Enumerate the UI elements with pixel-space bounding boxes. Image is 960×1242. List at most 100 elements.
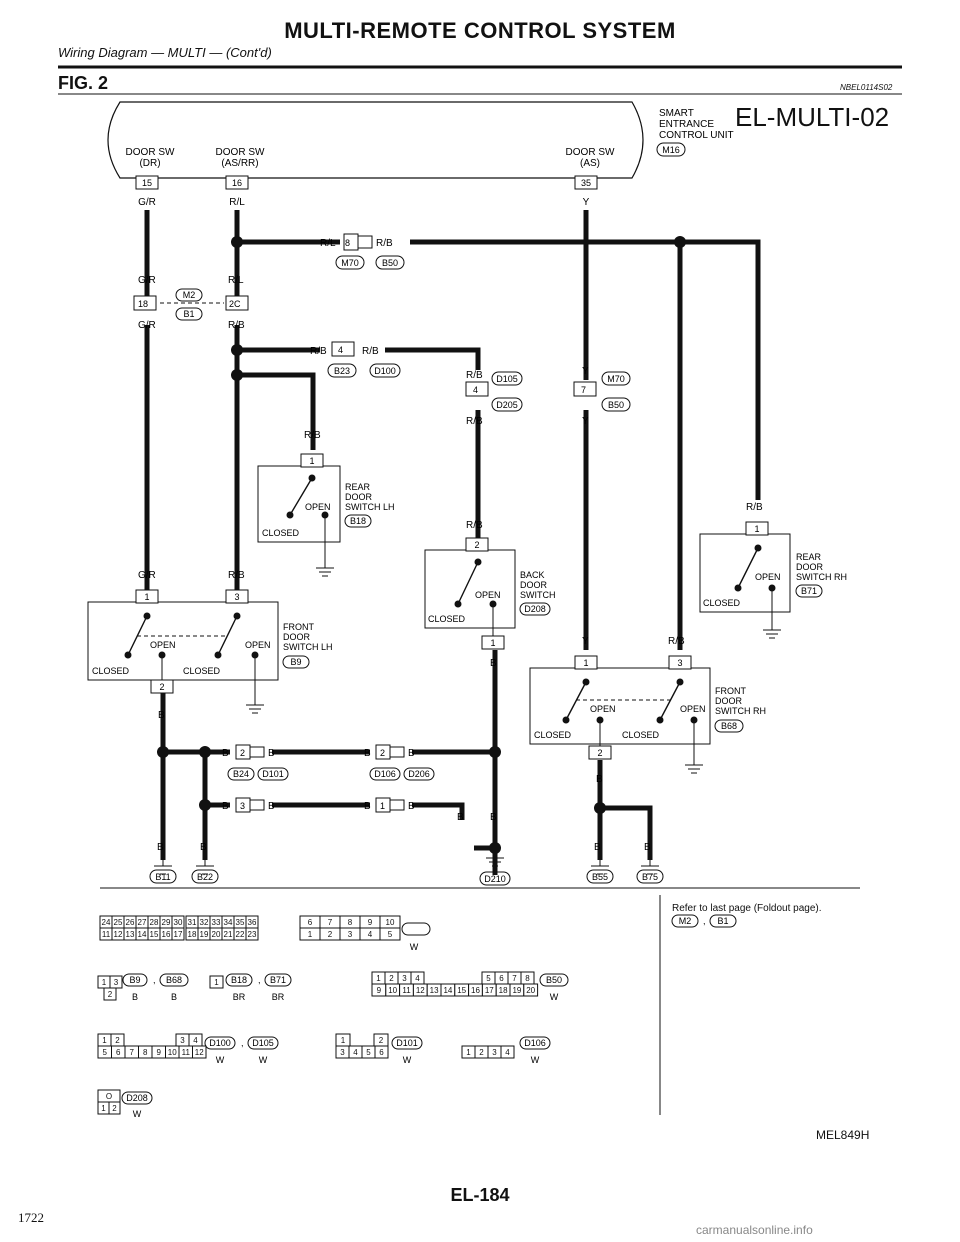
wire-label: B: [364, 801, 371, 812]
switch-label: SWITCH RH: [715, 706, 766, 716]
tag-text: D106: [374, 769, 396, 779]
body-grounds: [154, 856, 659, 875]
d208-view-pin: O: [106, 1092, 112, 1101]
tag-text: B50: [546, 975, 562, 985]
d106-view-pin: 2: [479, 1048, 484, 1057]
tag-d100-view: [204, 1036, 236, 1050]
conn-d106-1b: [389, 799, 405, 811]
wire-label: G/R: [138, 320, 156, 331]
contact-dot: [143, 612, 151, 620]
m16-view-pin: 36: [248, 918, 257, 927]
m16-view-pin: 12: [114, 930, 123, 939]
switch-label: BACK: [520, 570, 545, 580]
wire-label: R/B: [228, 570, 245, 581]
d100-view-pin: 7: [130, 1048, 135, 1057]
b50-view-pin: 18: [499, 986, 508, 995]
m16-view-pin: 13: [126, 930, 135, 939]
joint-tag-texts: B24 D101 D106 D206: [233, 769, 430, 779]
tag-text: D206: [408, 769, 430, 779]
contact-dot: [474, 558, 482, 566]
contact-dot: [454, 600, 462, 608]
wire-label: R/B: [466, 370, 483, 381]
tag-text: B50: [608, 400, 624, 410]
junction-dot: [231, 344, 243, 356]
tag-b24: [227, 767, 255, 781]
d101-view-pin: 1: [341, 1036, 346, 1045]
switch-lever: [565, 681, 587, 721]
d208-view-pin: 1: [101, 1104, 106, 1113]
b9-view-pin: 1: [102, 978, 107, 987]
tag-d105: [491, 371, 523, 386]
tag-b68-view: [159, 973, 189, 987]
pin-name-as: DOOR SW: [566, 147, 615, 158]
contact-dot: [734, 584, 742, 592]
wire-y-1: Y: [583, 197, 590, 208]
d101-view-pin: 3: [340, 1048, 345, 1057]
m16-view-pin: 26: [126, 918, 135, 927]
pin-box-front-rh-3: [668, 655, 692, 670]
d101-view-pin: 5: [366, 1048, 371, 1057]
m16-view-pin: 33: [212, 918, 221, 927]
wire-label: R/B: [362, 346, 379, 357]
color-code: W: [410, 942, 419, 952]
open-label: OPEN: [755, 572, 781, 582]
m16-view-cell: [379, 927, 401, 941]
pin-box-rear-lh: [300, 453, 324, 468]
tag-text: B11: [155, 872, 170, 882]
m16-view-pin: 24: [102, 918, 111, 927]
contact-dot: [582, 678, 590, 686]
d100-view-cell: [192, 1045, 207, 1059]
color-code: B: [171, 992, 177, 1002]
ground-joint-connectors: [235, 744, 405, 813]
tag-b22: [191, 869, 219, 884]
tag-b11: [149, 869, 177, 884]
tag-text: D205: [496, 400, 518, 410]
pin-box-back: [465, 537, 489, 552]
m16-view-pin: 28: [150, 918, 159, 927]
b18-view-pin: 1: [214, 978, 219, 987]
pin-2-b24: 2: [240, 748, 245, 758]
unit-label-1: SMART: [659, 108, 694, 119]
pin-front-rh-2: 2: [597, 748, 602, 758]
switch-label: SWITCH LH: [345, 502, 395, 512]
wire-label: Y: [582, 416, 589, 427]
wire-label: B: [268, 748, 275, 759]
wire-label: R/B: [668, 636, 685, 647]
page-title: MULTI-REMOTE CONTROL SYSTEM: [284, 18, 676, 43]
d101-view-pin: 2: [379, 1036, 384, 1045]
wire-label: B: [157, 842, 164, 853]
m16-view-pin: 22: [236, 930, 245, 939]
watermark-text: carmanualsonline.info: [696, 1223, 813, 1237]
wire-label: Y: [582, 636, 589, 647]
open-label: OPEN: [245, 640, 271, 650]
pin-box-front-lh-1: [135, 589, 159, 604]
tag-b68: [714, 719, 744, 733]
contact-dot: [124, 651, 132, 659]
junctions: [157, 236, 686, 854]
switch-label: SWITCH RH: [796, 572, 847, 582]
tag-text: B50: [382, 258, 398, 268]
wire-label: B: [268, 801, 275, 812]
tag-text: B18: [231, 975, 247, 985]
pin-back: 2: [474, 540, 479, 550]
m16-view-pin: 31: [188, 918, 197, 927]
m16-view-pin: 11: [102, 930, 111, 939]
tag-m2-refer: [671, 914, 699, 928]
separator: ,: [241, 1038, 244, 1048]
tag-d205: [491, 397, 523, 412]
b50-view-pin: 20: [526, 986, 535, 995]
pin-rear-lh: 1: [309, 456, 314, 466]
b50-view-pin: 1: [376, 974, 381, 983]
connector-view-labels: W B9 , B68 B B B18 , B71 BR BR B50 W D10…: [121, 914, 737, 1119]
connector-tag-m16: [656, 142, 686, 157]
tag-text: B71: [801, 586, 817, 596]
tag-b18: [344, 514, 372, 528]
wire-b-d206-1: [412, 802, 465, 820]
tag-d106-view: [519, 1036, 551, 1050]
conn-b24-3b: [249, 799, 265, 811]
m16-view-pin: 3: [348, 930, 353, 939]
open-label: OPEN: [680, 704, 706, 714]
pin-7: 7: [581, 385, 586, 395]
m16-view-cell: [171, 927, 185, 941]
